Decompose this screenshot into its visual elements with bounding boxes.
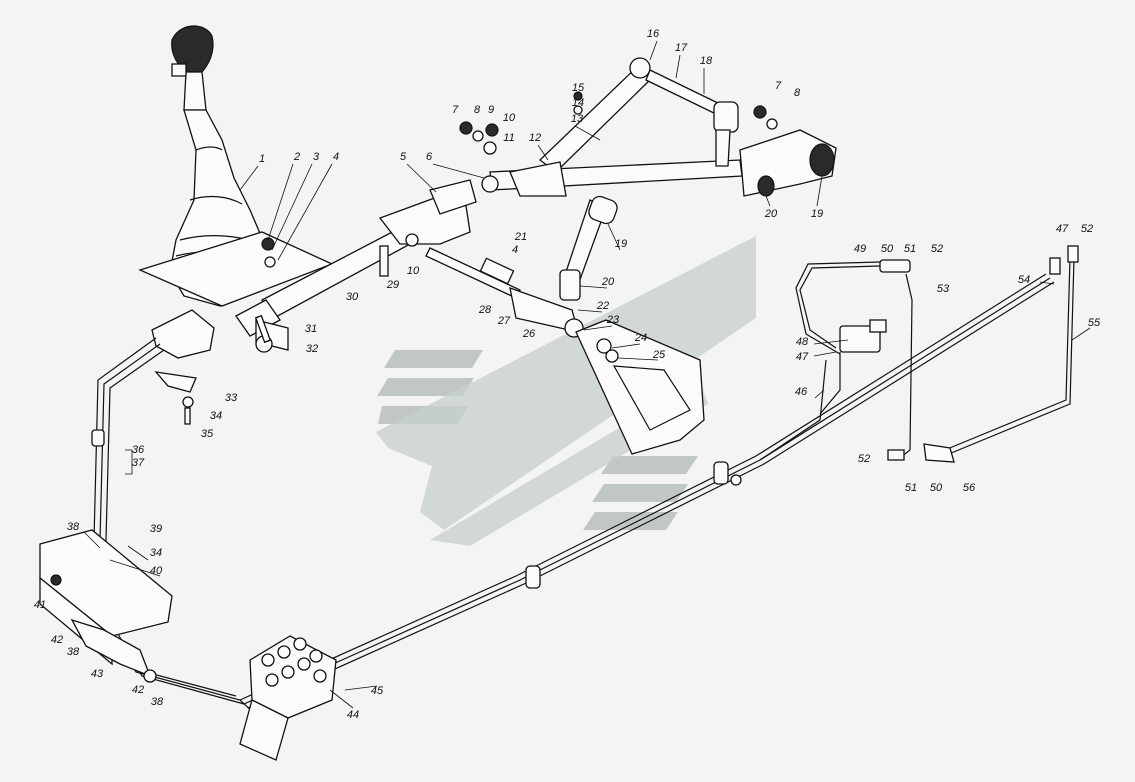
callout-label: 12 (529, 132, 541, 144)
callout-label: 24 (634, 332, 647, 344)
callout-label: 6 (426, 151, 433, 163)
callout-label: 1 (259, 153, 265, 165)
callout-label: 41 (34, 599, 46, 611)
callout-label: 56 (963, 482, 976, 494)
callout-label: 34 (210, 410, 222, 422)
callout-label: 7 (775, 80, 782, 92)
callout-label: 4 (512, 244, 518, 256)
callout-label: 32 (306, 343, 318, 355)
callout-label: 23 (606, 314, 620, 326)
callout-label: 47 (796, 351, 809, 363)
callout-label: 19 (615, 238, 627, 250)
callout-label: 30 (346, 291, 359, 303)
callout-label: 9 (488, 104, 494, 116)
callout-label: 16 (647, 28, 660, 40)
callout-label: 50 (881, 243, 894, 255)
callout-label: 52 (931, 243, 943, 255)
callout-label: 7 (452, 104, 459, 116)
callout-label: 42 (51, 634, 63, 646)
upper-linkage (459, 57, 837, 197)
callout-label: 45 (371, 685, 384, 697)
callout-label: 26 (522, 328, 536, 340)
pipe-fittings (839, 245, 1079, 463)
pipe-bundle (93, 257, 1075, 729)
callout-label: 20 (764, 208, 778, 220)
callout-label: 39 (150, 523, 162, 535)
callout-label: 50 (930, 482, 943, 494)
callout-label: 10 (407, 265, 420, 277)
callout-label: 51 (904, 243, 916, 255)
callout-label: 35 (201, 428, 214, 440)
callout-label: 22 (596, 300, 609, 312)
callout-label: 53 (937, 283, 950, 295)
base-plate (138, 231, 334, 359)
callout-label: 52 (858, 453, 870, 465)
callout-label: 19 (811, 208, 823, 220)
callout-label: 25 (652, 349, 666, 361)
callout-label: 4 (333, 151, 339, 163)
callout-label: 31 (305, 323, 317, 335)
callout-label: 49 (854, 243, 866, 255)
valve-block (239, 635, 337, 761)
callout-label: 55 (1088, 317, 1101, 329)
link-rod (425, 247, 584, 338)
callout-label: 38 (67, 521, 80, 533)
callout-label: 11 (503, 132, 514, 144)
fasteners-lower (154, 314, 273, 425)
callout-label: 44 (347, 709, 359, 721)
pipe-clamps (91, 429, 742, 589)
callout-label: 3 (313, 151, 320, 163)
callout-label: 8 (794, 87, 801, 99)
callout-label: 36 (132, 444, 145, 456)
callout-label: 37 (132, 457, 145, 469)
callout-label: 18 (700, 55, 713, 67)
control-box (39, 529, 173, 683)
callout-label: 17 (675, 42, 688, 54)
callout-label: 46 (795, 386, 808, 398)
callout-label: 43 (91, 668, 104, 680)
leader-lines (83, 40, 1091, 709)
callout-label: 42 (132, 684, 144, 696)
callout-label: 51 (905, 482, 917, 494)
shift-rod (235, 179, 477, 351)
callout-label: 54 (1018, 274, 1030, 286)
callout-label: 21 (514, 231, 527, 243)
callout-label: 14 (572, 97, 584, 109)
callout-label: 52 (1081, 223, 1093, 235)
callout-label: 20 (601, 276, 615, 288)
callout-label: 29 (386, 279, 399, 291)
callout-label: 38 (151, 696, 164, 708)
callout-label: 34 (150, 547, 162, 559)
callout-label: 8 (474, 104, 481, 116)
callout-label: 38 (67, 646, 80, 658)
callout-label: 10 (503, 112, 516, 124)
callout-label: 40 (150, 565, 163, 577)
vertical-rod (559, 195, 618, 301)
callout-label: 13 (571, 113, 584, 125)
callout-label: 2 (293, 151, 300, 163)
callout-label: 15 (572, 82, 585, 94)
callout-label: 27 (497, 315, 511, 327)
bracket (575, 319, 705, 455)
callout-label: 33 (225, 392, 238, 404)
callout-label: 28 (478, 304, 492, 316)
callout-label: 47 (1056, 223, 1069, 235)
callout-label: 48 (796, 336, 809, 348)
callout-label: 5 (400, 151, 407, 163)
